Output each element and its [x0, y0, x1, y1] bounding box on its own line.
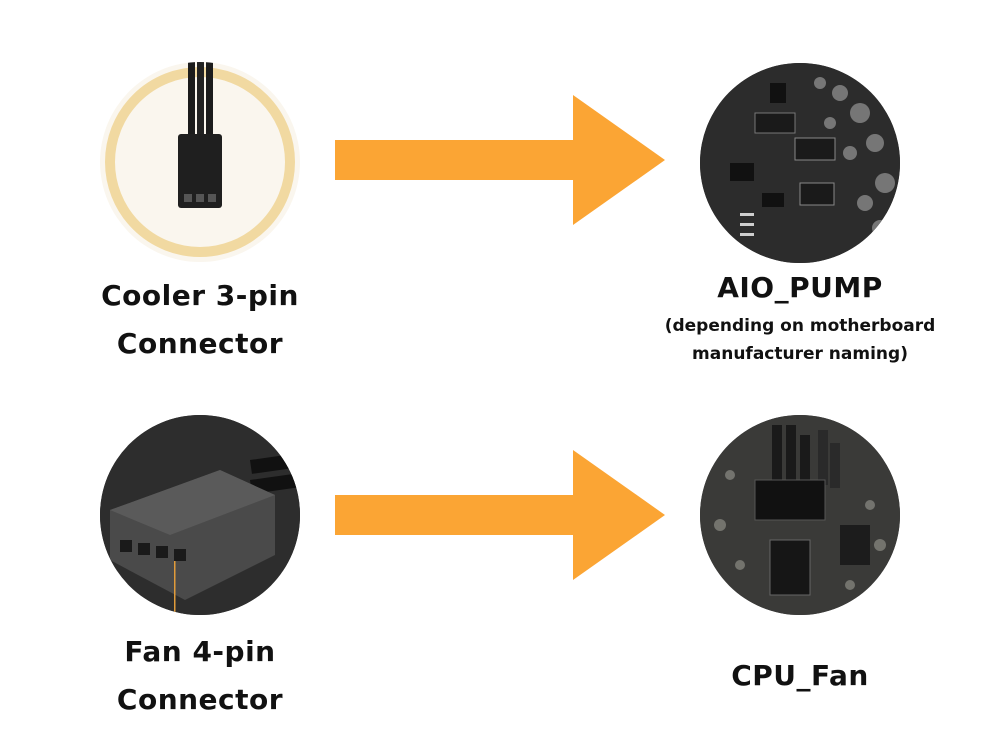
source-label-line-2: Connector	[116, 683, 284, 716]
source-label-cooler: Cooler 3-pin Connector	[60, 272, 340, 368]
target-label-aio-pump: AIO_PUMP	[717, 271, 883, 304]
fan-4pin-connector-photo	[100, 415, 300, 615]
aio-pump-header-photo	[700, 63, 900, 263]
source-label-line-2: Connector	[116, 327, 284, 360]
target-note-line-2: manufacturer naming)	[692, 344, 908, 364]
source-label-line-1: Cooler 3-pin	[101, 279, 299, 312]
cpu-fan-header-photo	[700, 415, 900, 615]
target-note-line-1: (depending on motherboard	[664, 316, 936, 336]
cooler-3pin-connector-photo	[100, 62, 300, 262]
source-label-line-1: Fan 4-pin	[124, 635, 276, 668]
right-arrow-icon	[335, 450, 665, 580]
source-label-fan: Fan 4-pin Connector	[60, 628, 340, 724]
target-label-cpu-fan: CPU_Fan	[731, 659, 869, 692]
target-note: (depending on motherboard manufacturer n…	[620, 312, 980, 368]
right-arrow-icon	[335, 95, 665, 225]
